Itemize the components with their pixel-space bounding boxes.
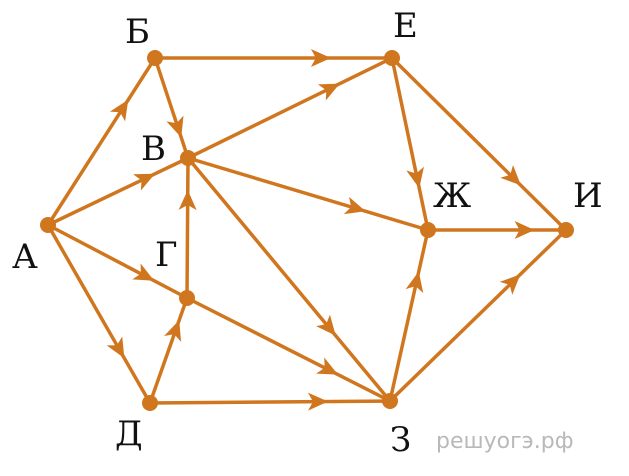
- edge-A-G: [46, 223, 189, 300]
- edge-Z-I: [388, 228, 568, 403]
- edge-A-B: [46, 56, 157, 227]
- edge-line: [390, 56, 568, 232]
- edge-E-I: [390, 56, 568, 232]
- edge-line: [46, 156, 190, 227]
- edge-V-Z: [186, 156, 392, 403]
- arrowhead-icon: [500, 164, 521, 186]
- node-E: [384, 50, 400, 66]
- edge-V-Zh: [186, 156, 430, 232]
- edge-line: [186, 156, 430, 232]
- edge-line: [148, 399, 392, 405]
- arrowhead-icon: [316, 357, 339, 375]
- arrowhead-icon: [164, 320, 182, 342]
- edge-B-E: [153, 49, 394, 67]
- edge-line: [185, 156, 190, 300]
- edge-Z-Zh: [388, 228, 430, 403]
- arrowhead-icon: [405, 271, 424, 294]
- edge-line: [46, 223, 189, 300]
- edge-line: [46, 56, 157, 227]
- edge-D-G: [148, 296, 189, 405]
- node-Zh: [420, 222, 436, 238]
- arrowhead-icon: [316, 314, 336, 336]
- edges-layer: [46, 49, 568, 411]
- arrowhead-icon: [132, 263, 155, 281]
- node-label-A: А: [12, 237, 38, 277]
- node-label-I: И: [573, 176, 603, 216]
- node-label-Z: З: [390, 420, 411, 460]
- edge-line: [388, 228, 430, 403]
- edge-G-V: [178, 156, 197, 300]
- edge-line: [388, 228, 568, 403]
- arrowhead-icon: [343, 196, 366, 215]
- arrowhead-icon: [310, 49, 331, 67]
- node-D: [142, 395, 158, 411]
- arrowhead-icon: [106, 336, 125, 359]
- node-G: [179, 290, 195, 306]
- edge-line: [153, 56, 190, 160]
- edge-line: [390, 56, 430, 232]
- node-Z: [382, 393, 398, 409]
- edge-line: [148, 296, 189, 405]
- arrowhead-icon: [317, 83, 340, 101]
- edge-V-E: [186, 56, 394, 160]
- edge-A-V: [46, 156, 190, 227]
- nodes-layer: [40, 50, 574, 411]
- watermark-text: решуогэ.рф: [436, 429, 574, 454]
- node-label-V: В: [141, 129, 166, 169]
- arrowhead-icon: [406, 166, 424, 189]
- arrowhead-icon: [133, 173, 156, 191]
- edge-line: [186, 56, 394, 160]
- node-A: [40, 217, 56, 233]
- edge-line: [186, 156, 392, 403]
- arrowhead-icon: [514, 221, 535, 239]
- node-V: [180, 150, 196, 166]
- node-label-G: Г: [155, 235, 178, 275]
- edge-B-V: [153, 56, 190, 160]
- edge-Zh-I: [426, 221, 568, 239]
- node-I: [558, 222, 574, 238]
- arrowhead-icon: [499, 274, 521, 295]
- edge-line: [46, 223, 152, 405]
- arrowhead-icon: [109, 99, 129, 122]
- node-B: [147, 50, 163, 66]
- node-label-E: Е: [393, 6, 418, 46]
- arrowhead-icon: [178, 190, 197, 211]
- arrowhead-icon: [166, 115, 184, 138]
- node-label-B: Б: [125, 12, 150, 52]
- arrowhead-icon: [307, 392, 328, 411]
- edge-D-Z: [148, 392, 392, 411]
- edge-E-Zh: [390, 56, 430, 232]
- edge-A-D: [46, 223, 152, 405]
- edge-G-Z: [185, 296, 392, 403]
- labels-layer: А Б В Г Д Е Ж З И: [12, 6, 603, 460]
- edge-line: [185, 296, 392, 403]
- node-label-Zh: Ж: [433, 176, 471, 216]
- node-label-D: Д: [115, 414, 143, 454]
